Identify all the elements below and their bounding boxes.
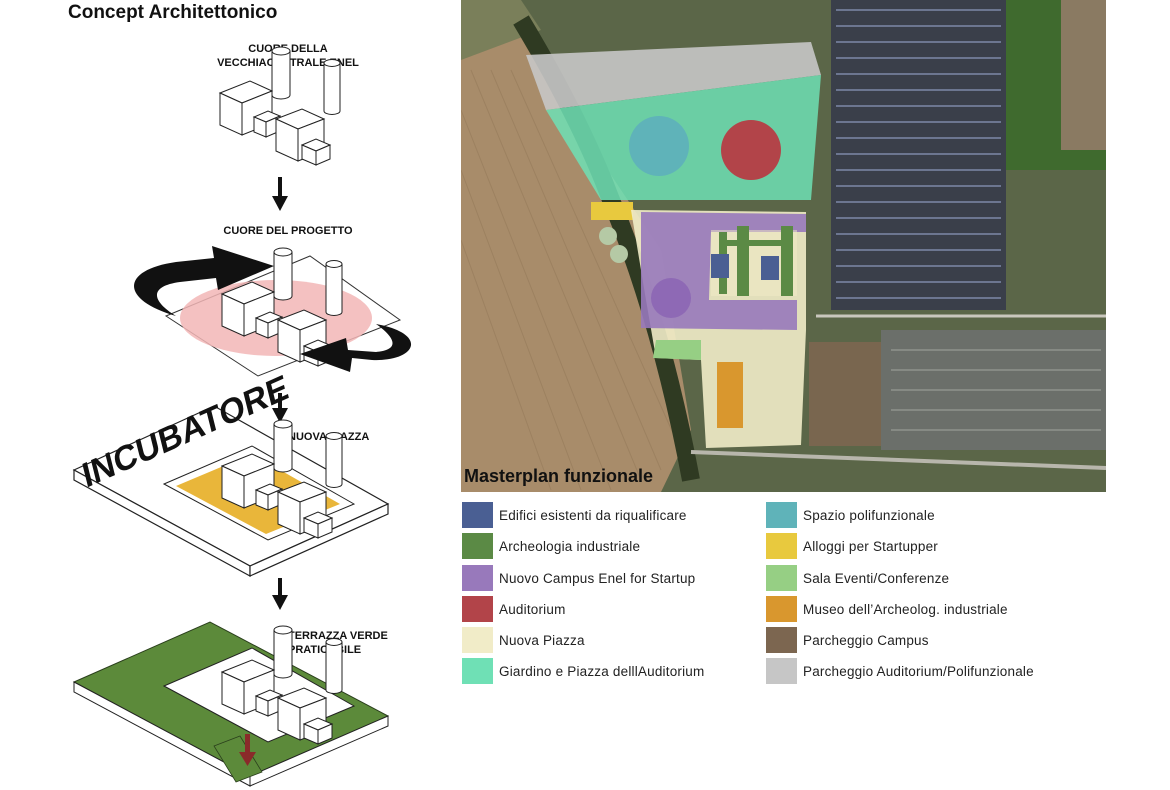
step-3-diagram: INCUBATORE (72, 368, 390, 578)
legend-item: Parcheggio Auditorium/Polifunzionale (766, 658, 1034, 684)
legend-swatch (462, 596, 493, 622)
legend-item: Giardino e Piazza delllAuditorium (462, 658, 704, 684)
legend-swatch (462, 627, 493, 653)
legend-label: Parcheggio Auditorium/Polifunzionale (803, 663, 1034, 679)
step-1-buildings (219, 46, 341, 166)
rotate-arrow-icon (300, 324, 412, 372)
legend-item: Archeologia industriale (462, 533, 640, 559)
arrow-down-icon (272, 578, 288, 610)
legend-label: Museo dell’Archeolog. industriale (803, 601, 1008, 617)
entrance-arrow-icon (239, 752, 256, 766)
legend-label: Edifici esistenti da riqualificare (499, 507, 687, 523)
legend-swatch (766, 658, 797, 684)
legend-swatch (766, 533, 797, 559)
step-4-label: TERRAZZA VERDE PRATICABILE (288, 630, 388, 656)
arrow-down-icon (272, 393, 288, 423)
legend-label: Sala Eventi/Conferenze (803, 570, 950, 586)
legend-swatch (766, 565, 797, 591)
legend-label: Parcheggio Campus (803, 632, 929, 648)
step-2-diagram (134, 246, 412, 377)
concept-diagram: INCUBATORE (72, 46, 412, 787)
legend-label: Alloggi per Startupper (803, 538, 938, 554)
arrow-down-icon (272, 177, 288, 211)
legend-item: Parcheggio Campus (766, 627, 929, 653)
legend-swatch (462, 658, 493, 684)
step-2-label: CUORE DEL PROGETTO (223, 225, 353, 237)
legend-item: Edifici esistenti da riqualificare (462, 502, 687, 528)
map-title: Masterplan funzionale (464, 466, 654, 486)
legend-label: Spazio polifunzionale (803, 507, 935, 523)
legend-item: Auditorium (462, 596, 566, 622)
legend-swatch (462, 565, 493, 591)
legend-label: Auditorium (499, 601, 566, 617)
legend-swatch (766, 627, 797, 653)
legend-item: Nuovo Campus Enel for Startup (462, 565, 695, 591)
legend-swatch (766, 596, 797, 622)
rotate-arrow-icon (134, 246, 274, 316)
legend-swatch (462, 502, 493, 528)
legend-swatch (766, 502, 797, 528)
legend-label: Nuova Piazza (499, 632, 585, 648)
legend-label: Giardino e Piazza delllAuditorium (499, 663, 705, 679)
masterplan-map (461, 0, 1106, 492)
legend-item: Sala Eventi/Conferenze (766, 565, 949, 591)
legend-label: Nuovo Campus Enel for Startup (499, 570, 696, 586)
legend-item: Nuova Piazza (462, 627, 585, 653)
legend-label: Archeologia industriale (499, 538, 641, 554)
legend-item: Alloggi per Startupper (766, 533, 938, 559)
legend-item: Spazio polifunzionale (766, 502, 935, 528)
concept-title: Concept Architettonico (68, 2, 278, 23)
legend-swatch (462, 533, 493, 559)
legend-item: Museo dell’Archeolog. industriale (766, 596, 1008, 622)
step-4-diagram (72, 621, 390, 787)
